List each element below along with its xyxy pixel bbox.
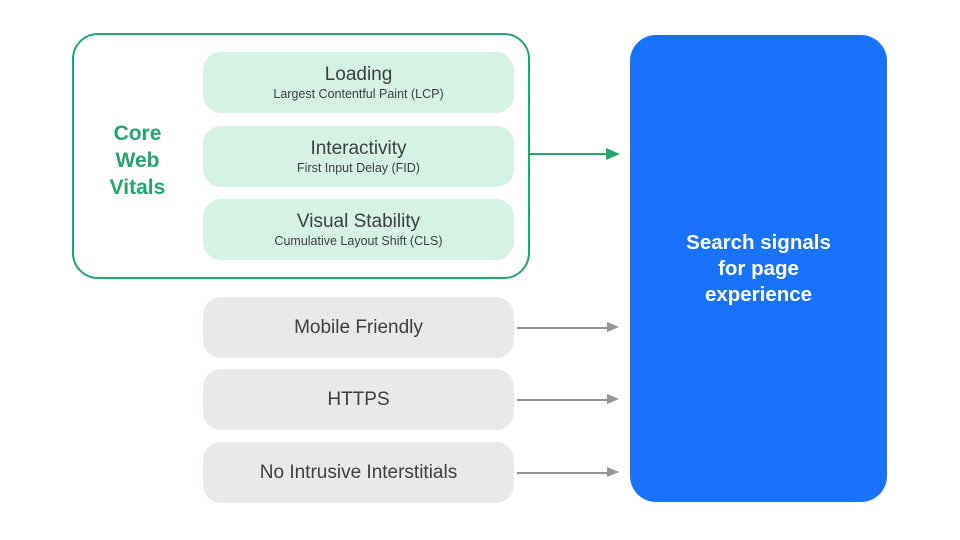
vital-card-subtitle: Cumulative Layout Shift (CLS) <box>274 233 443 248</box>
vital-card-subtitle: Largest Contentful Paint (LCP) <box>273 86 444 101</box>
vital-card-loading: Loading Largest Contentful Paint (LCP) <box>203 52 514 113</box>
no-intrusive-interstitials-arrow-icon <box>517 467 619 478</box>
signal-card-mobile-friendly: Mobile Friendly <box>203 297 514 358</box>
arrow-head <box>607 394 619 404</box>
arrow-head <box>607 322 619 332</box>
search-signals-label: Search signals for page experience <box>686 230 831 306</box>
vital-card-visual-stability: Visual Stability Cumulative Layout Shift… <box>203 199 514 260</box>
vital-card-subtitle: First Input Delay (FID) <box>297 160 420 175</box>
vital-card-title: Loading <box>324 63 393 85</box>
arrow-shaft <box>530 152 608 156</box>
vital-card-title: Interactivity <box>310 137 407 159</box>
https-arrow-icon <box>517 394 619 405</box>
arrow-shaft <box>517 326 609 329</box>
arrow-shaft <box>517 398 609 401</box>
arrow-head <box>606 148 620 160</box>
core-web-vitals-label: Core Web Vitals <box>109 122 166 199</box>
vital-card-title: Visual Stability <box>296 210 421 232</box>
arrow-shaft <box>517 471 609 474</box>
signal-card-no-intrusive-interstitials: No Intrusive Interstitials <box>203 442 514 503</box>
core-web-vitals-arrow-icon <box>530 148 620 160</box>
arrow-head <box>607 467 619 477</box>
mobile-friendly-arrow-icon <box>517 322 619 333</box>
signal-card-https: HTTPS <box>203 369 514 430</box>
vital-card-interactivity: Interactivity First Input Delay (FID) <box>203 126 514 187</box>
search-signals-panel: Search signals for page experience <box>630 35 887 502</box>
